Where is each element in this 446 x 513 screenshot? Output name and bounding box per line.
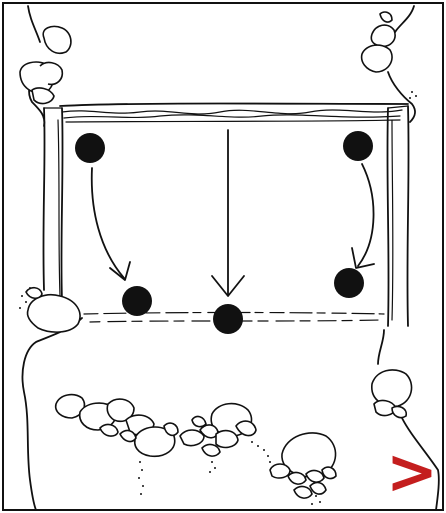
movement-arrows [92, 130, 374, 296]
top-beam [60, 104, 408, 123]
rocks-lower-middle [180, 404, 256, 456]
arrow-left-head [110, 262, 130, 280]
rocks-lower-right [270, 433, 336, 498]
dot-end-center [213, 304, 243, 334]
rocks-lower-left-chain [56, 395, 178, 457]
dot-start-right [343, 131, 373, 161]
dot-end-left [122, 286, 152, 316]
rocks-upper-right [362, 12, 395, 72]
arrow-right-curved [358, 164, 374, 266]
dots [75, 131, 373, 334]
rocks-right-middle [372, 370, 412, 418]
arrow-left-curved [92, 168, 124, 278]
dot-end-right [334, 268, 364, 298]
right-post [387, 106, 408, 326]
rocks-left-middle [26, 288, 80, 332]
corner-marker: > [386, 441, 438, 503]
left-post [43, 108, 62, 300]
rocks-upper-left [20, 26, 71, 103]
dot-start-left [75, 133, 105, 163]
